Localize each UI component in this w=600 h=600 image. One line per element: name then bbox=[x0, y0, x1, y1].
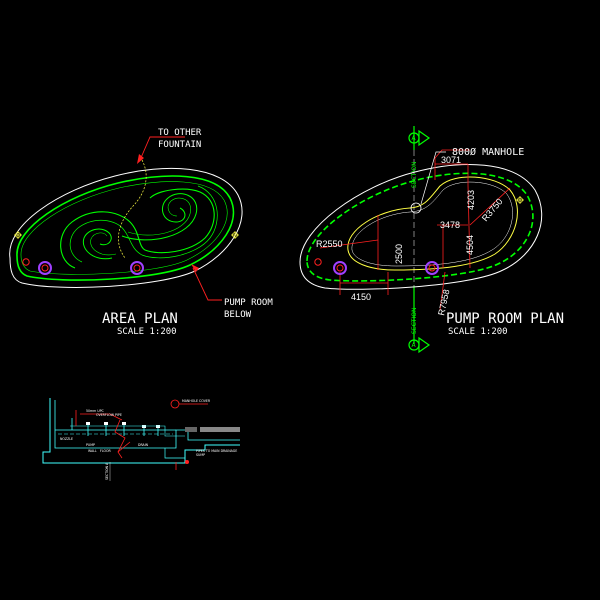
section-detail: 50mm UPC OVERFLOW PIPE NOZZLE DRAIN PUMP… bbox=[42, 398, 240, 481]
area-plan-pump-left bbox=[38, 261, 52, 275]
svg-text:A: A bbox=[412, 135, 417, 142]
note-pump-room-1: PUMP ROOM bbox=[224, 298, 273, 308]
section-label-bottom: SECTION bbox=[411, 308, 418, 334]
manhole-note: 800Ø MANHOLE bbox=[452, 146, 524, 158]
note-to-other-fountain-1: TO OTHER bbox=[158, 128, 202, 138]
area-plan-spiral-left-inner bbox=[90, 232, 117, 256]
section-label-sump: SUMP bbox=[196, 453, 205, 457]
section-ground-slab-2 bbox=[185, 427, 197, 432]
section-label-overflow: OVERFLOW PIPE bbox=[96, 413, 122, 417]
section-nozzle-heads bbox=[86, 422, 160, 428]
pump-room-valve bbox=[314, 258, 322, 266]
area-plan-fountain-wall-outer bbox=[60, 188, 215, 269]
section-label-pump: PUMP bbox=[86, 443, 95, 447]
area-plan-pump-right bbox=[130, 261, 144, 275]
area-plan-outer-outline bbox=[9, 167, 243, 288]
section-red-dot bbox=[185, 460, 189, 464]
dim-r2550: R2550 bbox=[316, 239, 343, 249]
section-left-wall bbox=[42, 398, 240, 464]
area-plan: TO OTHER FOUNTAIN PUMP ROOM BELOW AREA P… bbox=[9, 128, 273, 337]
dim-2500: 2500 bbox=[394, 244, 404, 264]
section-label-wall: WALL bbox=[88, 449, 97, 453]
section-id: SECTION A bbox=[105, 462, 109, 480]
pump-room-plan: A SECTION A SECTION bbox=[299, 126, 564, 354]
area-plan-spiral-right-inner bbox=[127, 197, 191, 236]
section-ground-slab bbox=[200, 427, 240, 432]
section-red-markers bbox=[75, 399, 208, 470]
area-plan-pool-edge bbox=[16, 175, 235, 281]
area-plan-valve bbox=[22, 258, 30, 266]
area-plan-spiral-left bbox=[82, 228, 113, 260]
dim-4150: 4150 bbox=[351, 292, 371, 302]
area-plan-pump-leader bbox=[192, 267, 222, 301]
pump-room-outer-outline bbox=[299, 164, 543, 290]
section-inner-floor bbox=[54, 400, 240, 449]
section-label-drain: DRAIN bbox=[138, 443, 149, 447]
area-plan-light-left bbox=[14, 231, 22, 239]
area-plan-fountain-leader bbox=[139, 136, 185, 161]
pump-room-light bbox=[516, 196, 524, 204]
pump-room-plan-scale: SCALE 1:200 bbox=[448, 327, 508, 337]
section-pipe-run bbox=[70, 425, 185, 437]
dim-4504: 4504 bbox=[465, 235, 475, 255]
area-plan-pool-edge-inner bbox=[20, 181, 228, 275]
section-label-manhole: MANHOLE COVER bbox=[182, 399, 211, 403]
note-to-other-fountain-2: FOUNTAIN bbox=[158, 140, 201, 150]
dim-3071: 3071 bbox=[441, 155, 461, 165]
section-marker-bottom: A bbox=[408, 286, 431, 354]
area-plan-pump-arrow bbox=[191, 264, 199, 272]
section-sump bbox=[164, 448, 185, 459]
manhole bbox=[410, 202, 422, 214]
section-label-top: SECTION bbox=[411, 162, 418, 188]
area-plan-light-right bbox=[231, 231, 239, 239]
pump-room-pump-right bbox=[425, 261, 439, 275]
note-pump-room-2: BELOW bbox=[224, 310, 252, 320]
dim-3478: 3478 bbox=[440, 220, 460, 230]
area-plan-spiral-right bbox=[121, 193, 198, 241]
area-plan-scale: SCALE 1:200 bbox=[117, 327, 177, 337]
area-plan-fountain-arrow bbox=[137, 154, 144, 164]
section-marker-top: A bbox=[408, 126, 431, 150]
manhole-leader bbox=[420, 151, 446, 205]
area-plan-title: AREA PLAN bbox=[102, 311, 178, 327]
section-label-nozzle: NOZZLE bbox=[60, 437, 73, 441]
section-label-pipe: 50mm UPC bbox=[86, 409, 105, 413]
pump-room-dimensions bbox=[319, 149, 511, 311]
dim-r3750: R3750 bbox=[480, 197, 505, 224]
dim-4203: 4203 bbox=[466, 190, 476, 210]
svg-text:A: A bbox=[412, 342, 417, 349]
section-label-floor: FLOOR bbox=[100, 449, 112, 453]
pump-room-pool-edge bbox=[306, 172, 534, 282]
pump-room-outline bbox=[347, 176, 518, 271]
section-label-to-drain: PIPES TO MAIN DRAINAGE bbox=[196, 449, 237, 453]
pump-room-pump-left bbox=[333, 261, 347, 275]
area-plan-fountain-wall-inner bbox=[69, 185, 218, 263]
pump-room-plan-title: PUMP ROOM PLAN bbox=[446, 311, 564, 327]
area-plan-flow-line bbox=[118, 159, 147, 259]
pump-room-outline-inner bbox=[351, 181, 513, 267]
